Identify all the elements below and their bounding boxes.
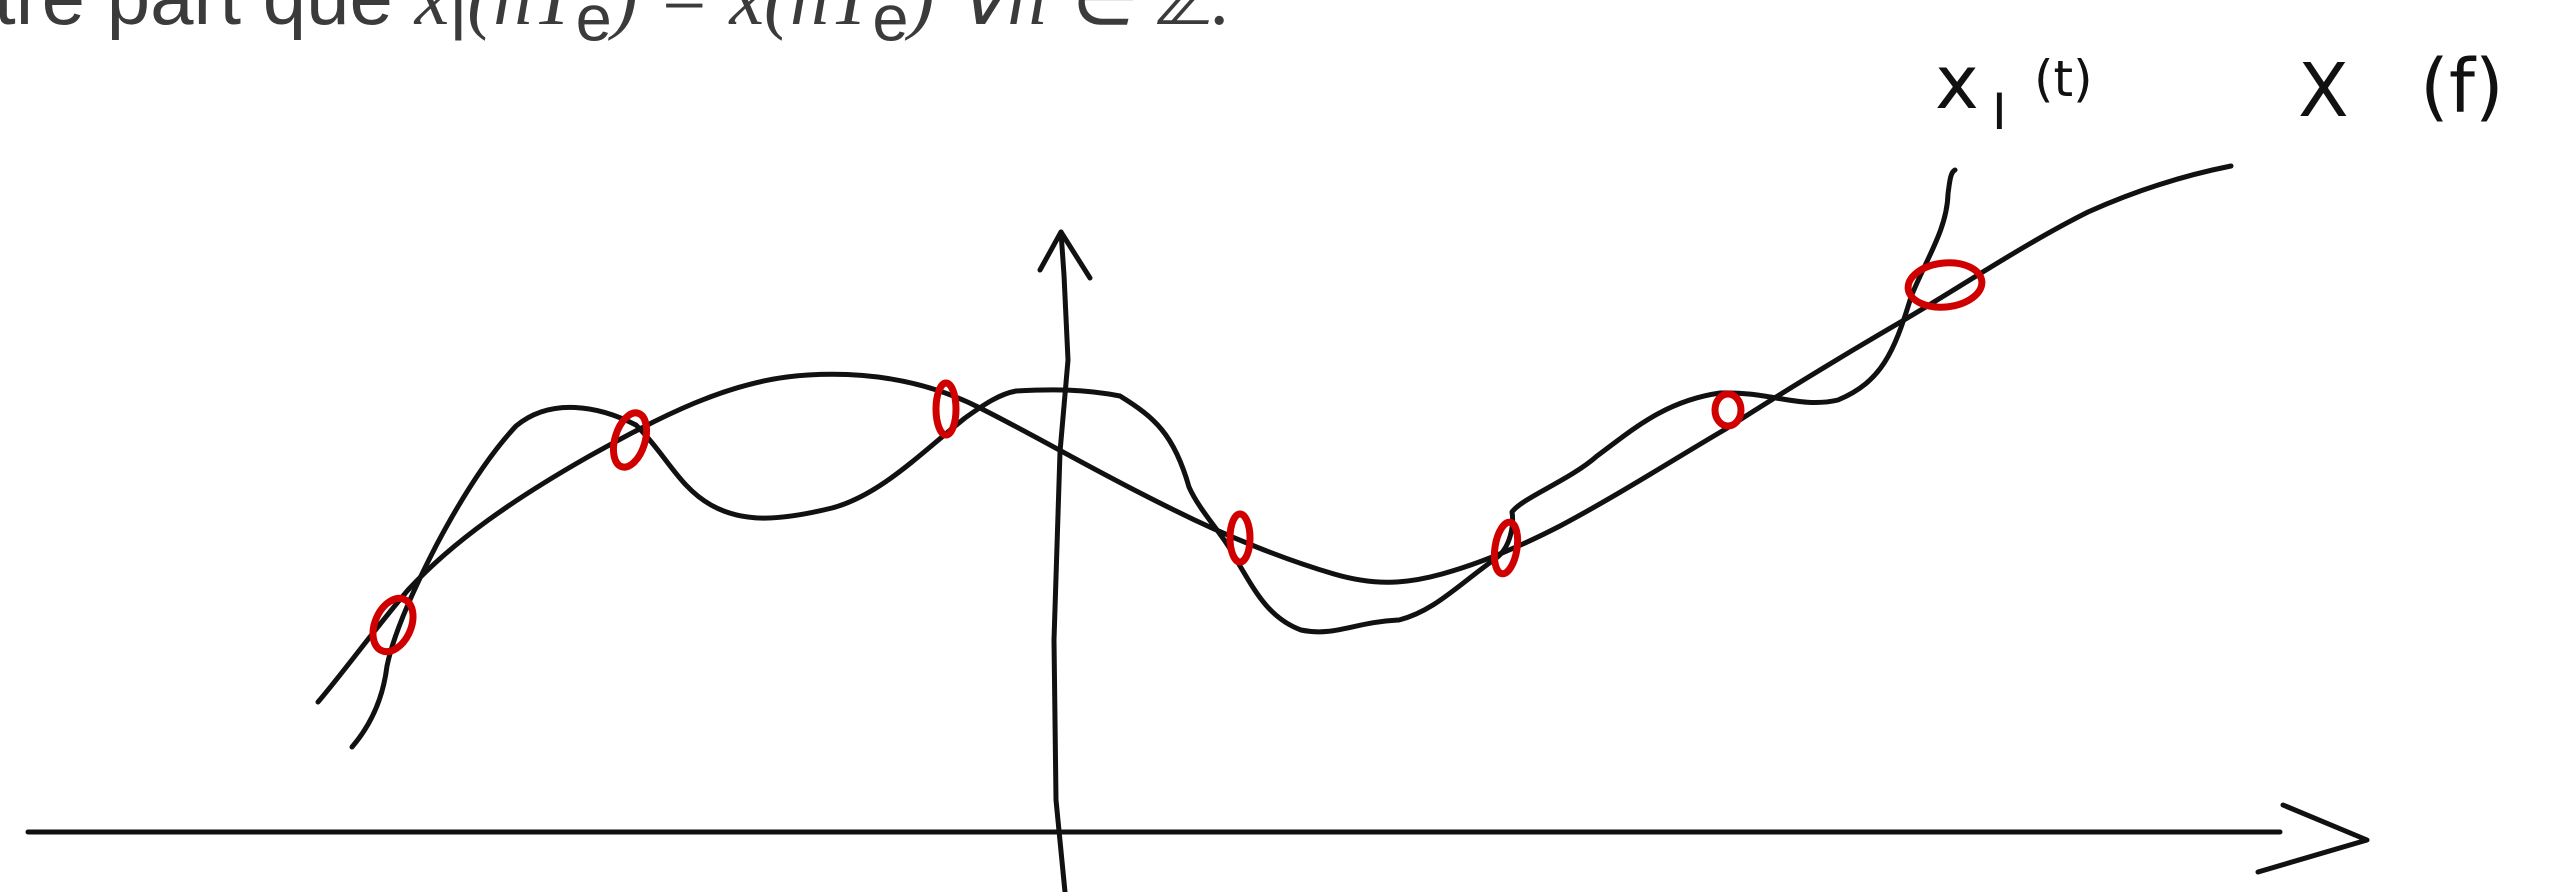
- sentence-math-part2: ) = x(nT: [612, 0, 873, 41]
- sentence-prefix: tre part que: [0, 0, 415, 41]
- sentence-math-sub-e1: e: [575, 0, 612, 55]
- sentence-math-sub-i: I: [449, 0, 468, 55]
- top-sentence: tre part que xI(nTe) = x(nTe) ∀n ∈ ℤ.: [0, 0, 1231, 51]
- wiggly-curve: [349, 167, 1958, 750]
- sentence-math-part3: ) ∀n ∈ ℤ.: [909, 0, 1231, 41]
- x-axis-arrowhead: [2255, 802, 2370, 875]
- y-axis: [1051, 229, 1071, 892]
- sentence-math-sub-e2: e: [872, 0, 909, 55]
- smooth-curve: [315, 163, 2234, 705]
- x-label-main: X: [2298, 48, 2349, 134]
- xi-label-arg: (t): [2034, 50, 2093, 108]
- xi-label-main: x: [1935, 40, 1979, 126]
- sample-marker-2: [609, 409, 651, 471]
- sample-marker-3: [932, 379, 960, 439]
- x-label-arg: (f): [2420, 44, 2504, 130]
- sample-marker-6: [1711, 390, 1745, 430]
- sentence-math-x: x: [415, 0, 450, 41]
- y-axis-arrowhead: [1037, 229, 1093, 281]
- xi-label-sub: I: [1992, 83, 2007, 141]
- sample-marker-5: [1490, 518, 1522, 578]
- sentence-math-part1: (nT: [467, 0, 575, 41]
- sample-marker-1: [369, 594, 417, 656]
- sample-marker-4: [1226, 510, 1254, 566]
- sample-marker-7: [1904, 259, 1986, 311]
